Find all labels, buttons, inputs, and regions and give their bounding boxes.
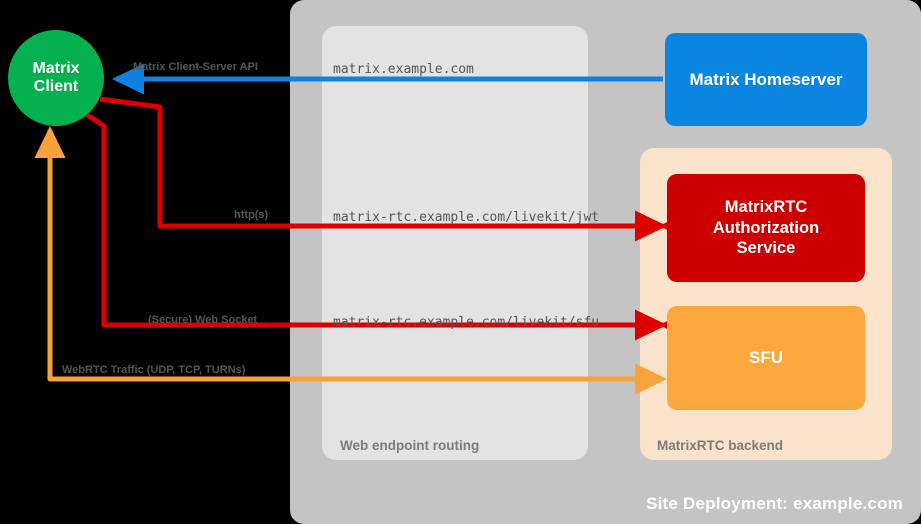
web-endpoint-routing-container: [322, 26, 588, 460]
node-matrix-homeserver[interactable]: Matrix Homeserver: [665, 33, 867, 126]
sfu-label: SFU: [749, 348, 783, 367]
edge-label-matrix-client-server-api: Matrix Client-Server API: [133, 61, 258, 73]
matrix-client-line1: Matrix: [32, 59, 80, 77]
endpoint-livekit-jwt: matrix-rtc.example.com/livekit/jwt: [333, 210, 600, 225]
node-matrix-client[interactable]: Matrix Client: [8, 30, 104, 126]
edge-label-webrtc-traffic: WebRTC Traffic (UDP, TCP, TURNs): [62, 364, 246, 376]
matrix-client-line2: Client: [33, 78, 79, 95]
site-deployment-label: Site Deployment: example.com: [646, 494, 903, 513]
edge-label-websocket: (Secure) Web Socket: [148, 314, 258, 326]
node-sfu[interactable]: SFU: [667, 306, 865, 410]
web-endpoint-routing-label: Web endpoint routing: [340, 438, 480, 453]
edge-label-https: http(s): [234, 209, 269, 221]
authorization-service-line3: Service: [736, 239, 796, 258]
endpoint-livekit-sfu: matrix-rtc.example.com/livekit/sfu: [333, 315, 600, 330]
matrixrtc-backend-label: MatrixRTC backend: [657, 438, 784, 453]
authorization-service-line2: Authorization: [712, 218, 820, 237]
node-matrixrtc-authorization-service[interactable]: MatrixRTC Authorization Service: [667, 174, 865, 282]
authorization-service-line1: MatrixRTC: [724, 198, 808, 217]
endpoint-matrix-example-com: matrix.example.com: [333, 62, 474, 77]
matrix-homeserver-label: Matrix Homeserver: [689, 69, 843, 89]
